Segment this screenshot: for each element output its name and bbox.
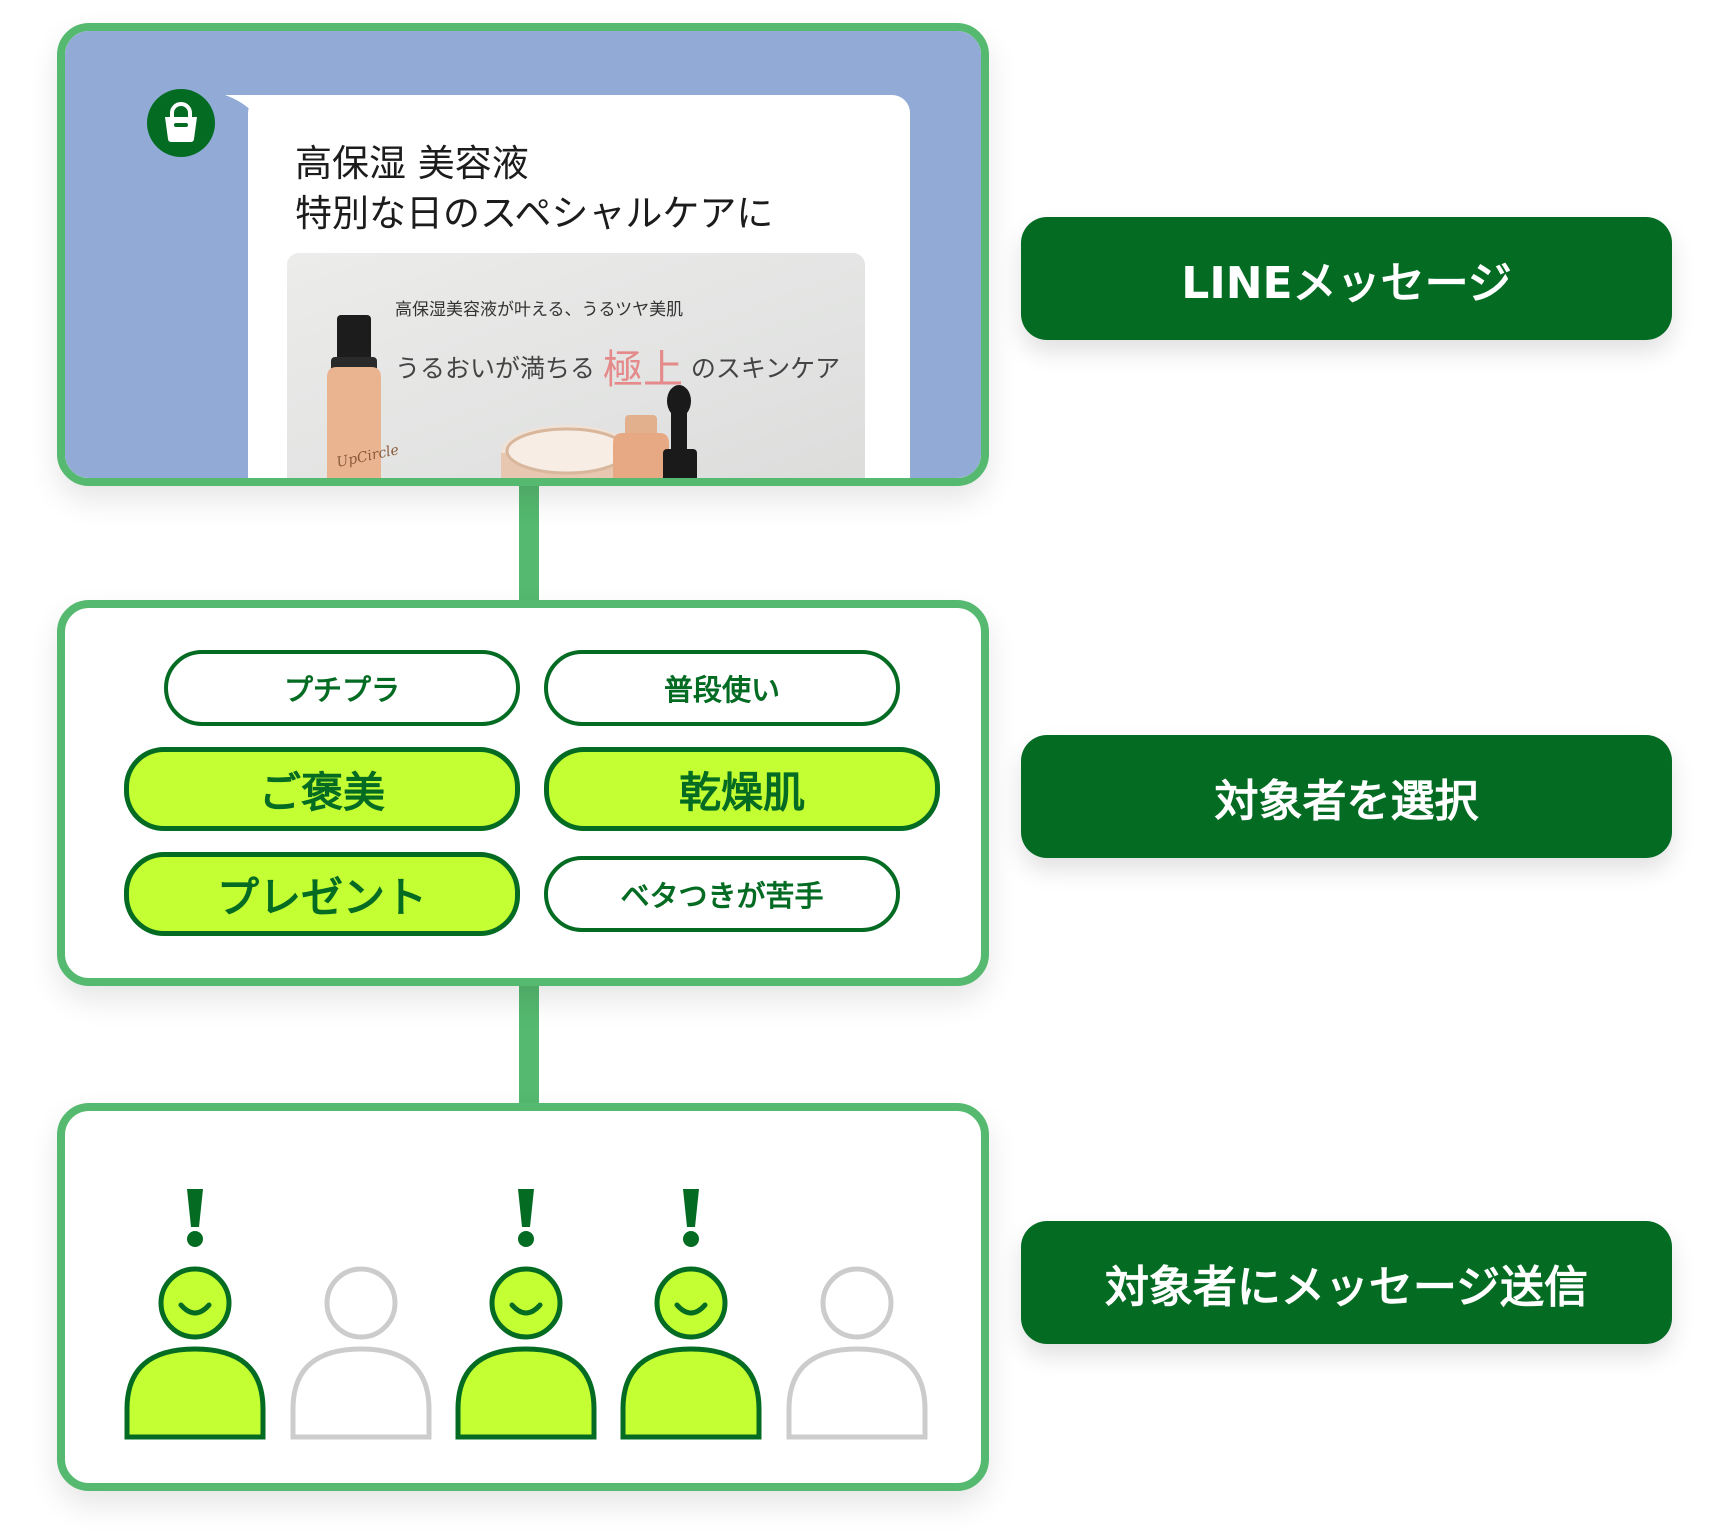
- recipient-person-targeted: [453, 1183, 599, 1443]
- recipients-panel: [57, 1103, 989, 1491]
- step-label-send-message: 対象者にメッセージ送信: [1021, 1221, 1672, 1344]
- product-bottles-image: UpCircle: [327, 315, 697, 478]
- product-banner: 高保湿美容液が叶える、うるツヤ美肌 うるおいが満ちる 極上 のスキンケア UpC…: [287, 253, 865, 478]
- recipient-person-inactive: [784, 1183, 930, 1443]
- message-line-2: 特別な日のスペシャルケアに: [295, 192, 774, 235]
- message-line-1: 高保湿 美容液: [295, 142, 529, 185]
- step-label-select-target: 対象者を選択: [1021, 735, 1672, 858]
- tag-dislike-sticky[interactable]: ベタつきが苦手: [544, 856, 900, 932]
- target-selection-panel: プチプラ 普段使い ご褒美 乾燥肌 プレゼント ベタつきが苦手: [57, 600, 989, 986]
- recipient-person-targeted: [618, 1183, 764, 1443]
- tag-reward[interactable]: ご褒美: [124, 747, 520, 831]
- exclamation-icon: [683, 1189, 699, 1227]
- banner-headline-start: うるおいが満ちる: [395, 354, 596, 383]
- connector-2: [519, 975, 539, 1105]
- step-label-line-message: LINEメッセージ: [1021, 217, 1672, 340]
- recipient-person-targeted: [122, 1183, 268, 1443]
- tag-petit-price[interactable]: プチプラ: [164, 650, 520, 726]
- exclamation-icon: [187, 1189, 203, 1227]
- banner-headline: うるおいが満ちる 極上 のスキンケア: [395, 331, 841, 393]
- shop-avatar: [147, 89, 215, 157]
- shopping-bag-icon: [165, 102, 197, 142]
- banner-headline-end: のスキンケア: [690, 354, 841, 383]
- tag-dry-skin[interactable]: 乾燥肌: [544, 747, 940, 831]
- banner-headline-accent: 極上: [602, 347, 683, 393]
- tag-present[interactable]: プレゼント: [124, 852, 520, 936]
- recipient-person-inactive: [288, 1183, 434, 1443]
- line-message-preview: 高保湿 美容液 特別な日のスペシャルケアに 高保湿美容液が叶える、うるツヤ美肌 …: [57, 23, 989, 486]
- banner-caption: 高保湿美容液が叶える、うるツヤ美肌: [395, 300, 684, 320]
- exclamation-icon: [518, 1189, 534, 1227]
- connector-1: [519, 470, 539, 610]
- tag-everyday-use[interactable]: 普段使い: [544, 650, 900, 726]
